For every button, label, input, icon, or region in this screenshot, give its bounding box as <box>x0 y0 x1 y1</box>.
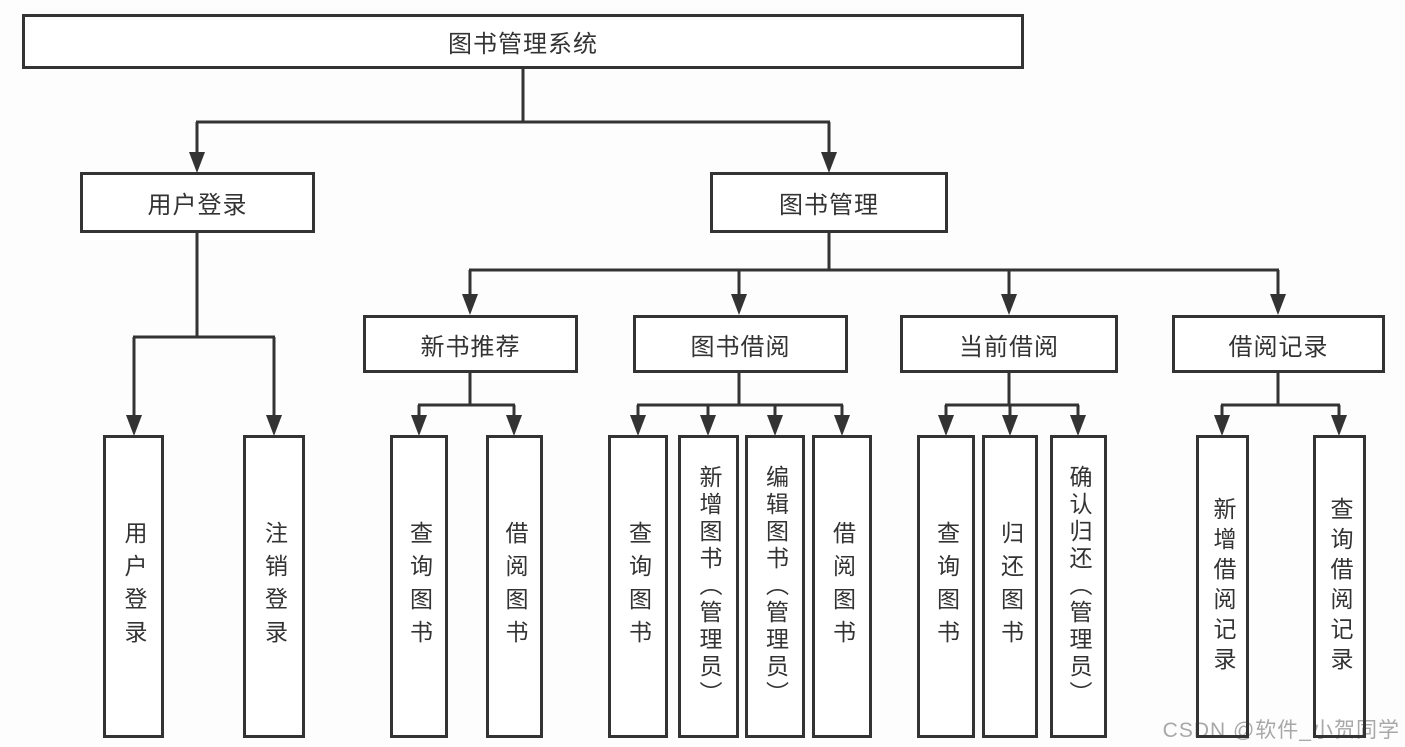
leaf-label: 编辑图书（管理员） <box>762 465 789 708</box>
leaf-edit-book-admin: 编辑图书（管理员） <box>745 435 805 738</box>
node-user-login: 用户登录 <box>80 172 315 233</box>
leaf-label: 归还图书 <box>997 520 1024 653</box>
leaf-logout: 注销登录 <box>243 435 305 738</box>
leaf-label: 新增图书（管理员） <box>696 465 722 708</box>
node-library-management-system: 图书管理系统 <box>22 14 1024 69</box>
leaf-user-login: 用户登录 <box>103 435 164 738</box>
leaf-add-book-admin: 新增图书（管理员） <box>678 435 739 738</box>
leaf-return-book: 归还图书 <box>982 435 1038 738</box>
leaf-confirm-return-admin: 确认归还（管理员） <box>1050 435 1107 738</box>
leaf-add-borrow-record: 新增借阅记录 <box>1196 435 1249 738</box>
leaf-label: 查询借阅记录 <box>1327 496 1353 677</box>
leaf-label: 查询图书 <box>933 520 960 653</box>
leaf-query-books-borrow: 查询图书 <box>608 435 668 738</box>
node-new-book-recommend: 新书推荐 <box>363 315 578 373</box>
leaf-label: 查询图书 <box>625 520 652 653</box>
leaf-query-borrow-record: 查询借阅记录 <box>1313 435 1366 738</box>
node-book-borrow: 图书借阅 <box>633 315 848 373</box>
leaf-label: 查询图书 <box>406 520 433 653</box>
leaf-label: 确认归还（管理员） <box>1066 465 1092 708</box>
connector-lines <box>132 68 1341 418</box>
leaf-borrow-books: 借阅图书 <box>812 435 872 738</box>
connector-arrowheads <box>126 152 1347 436</box>
leaf-label: 新增借阅记录 <box>1210 496 1236 677</box>
node-current-borrow: 当前借阅 <box>900 315 1118 373</box>
leaf-label: 借阅图书 <box>829 520 856 653</box>
csdn-watermark: CSDN @软件_小贺同学 <box>1162 719 1400 742</box>
node-book-management: 图书管理 <box>710 172 948 233</box>
leaf-query-books-current: 查询图书 <box>917 435 975 738</box>
leaf-label: 注销登录 <box>261 520 288 653</box>
leaf-label: 用户登录 <box>121 520 147 653</box>
leaf-label: 借阅图书 <box>502 520 528 653</box>
leaf-query-books-recommend: 查询图书 <box>390 435 448 738</box>
leaf-borrow-books-recommend: 借阅图书 <box>486 435 543 738</box>
node-borrow-records: 借阅记录 <box>1172 315 1385 373</box>
